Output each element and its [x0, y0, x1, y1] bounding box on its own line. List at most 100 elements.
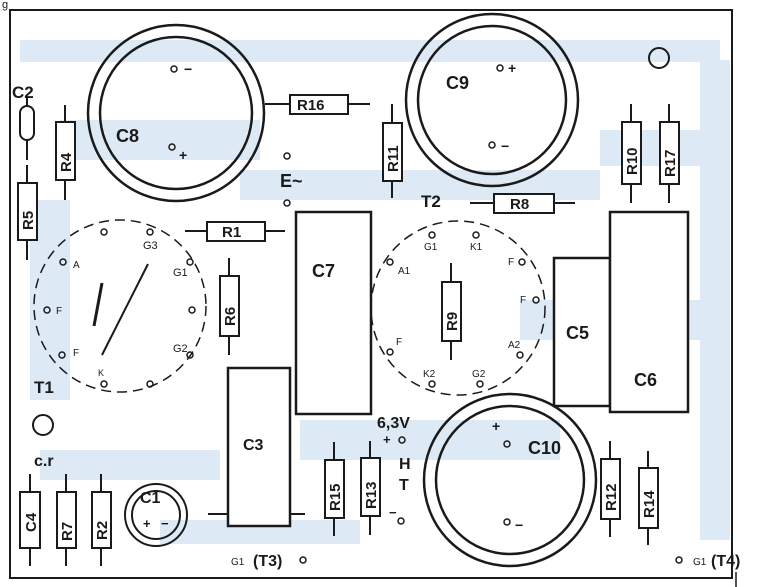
- board-outline: [9, 9, 733, 579]
- capacitor-c5: C5: [552, 256, 612, 408]
- svg-text:A: A: [73, 260, 80, 271]
- resistor-r6: R6: [219, 258, 240, 355]
- svg-text:R10: R10: [624, 147, 641, 175]
- svg-text:C7: C7: [312, 261, 335, 281]
- capacitor-c2: C2: [12, 83, 35, 160]
- svg-text:G1: G1: [231, 557, 245, 568]
- resistor-r11: R11: [382, 104, 403, 198]
- header-fragment: g: [2, 0, 8, 11]
- svg-text:R13: R13: [363, 481, 380, 509]
- svg-text:F: F: [396, 337, 402, 348]
- svg-text:C6: C6: [634, 370, 657, 390]
- svg-text:T1: T1: [34, 378, 54, 397]
- cr-label: c.r: [34, 453, 54, 470]
- resistor-r10: R10: [621, 104, 642, 203]
- svg-text:C3: C3: [243, 437, 264, 454]
- capacitor-c9: + − C9: [404, 12, 580, 188]
- svg-text:F: F: [520, 295, 526, 306]
- svg-text:G3: G3: [143, 240, 158, 252]
- g1-t4-terminal: G1 (T4): [675, 553, 740, 570]
- svg-text:6,3V: 6,3V: [377, 415, 410, 432]
- svg-text:C1: C1: [140, 490, 161, 507]
- svg-text:G2: G2: [472, 369, 486, 380]
- resistor-r16: R16: [265, 94, 370, 115]
- svg-text:R5: R5: [20, 211, 37, 230]
- svg-text:R17: R17: [662, 149, 679, 177]
- capacitor-c8: − + C8: [86, 23, 266, 203]
- svg-text:C2: C2: [12, 83, 34, 102]
- svg-text:R12: R12: [603, 483, 620, 511]
- capacitor-c6: C6: [608, 210, 690, 414]
- svg-text:(T3): (T3): [253, 553, 282, 570]
- svg-text:C4: C4: [23, 512, 40, 532]
- svg-text:R14: R14: [641, 490, 658, 518]
- capacitor-c7: C7: [294, 210, 373, 416]
- svg-text:R1: R1: [222, 224, 241, 241]
- tube-socket-t1: G3 A G1 F F G2 K T1: [33, 219, 207, 397]
- svg-text:C5: C5: [566, 323, 589, 343]
- svg-text:R16: R16: [297, 97, 325, 114]
- svg-text:+: +: [383, 432, 391, 447]
- svg-text:K1: K1: [470, 242, 483, 253]
- svg-text:T2: T2: [421, 192, 441, 211]
- capacitor-c10: + − C10: [422, 392, 598, 568]
- ac-input-terminal: E~: [280, 152, 303, 207]
- svg-text:R4: R4: [58, 152, 75, 172]
- svg-text:A1: A1: [398, 266, 411, 277]
- capacitor-c4: C4: [19, 474, 41, 566]
- svg-text:−: −: [184, 61, 192, 77]
- svg-text:−: −: [161, 516, 169, 531]
- g1-t3-terminal: G1 (T3): [231, 553, 307, 570]
- resistor-r14: R14: [638, 451, 659, 545]
- capacitor-c1: C1 + −: [124, 483, 188, 547]
- resistor-r13: R13: [360, 441, 381, 535]
- svg-text:+: +: [179, 147, 187, 163]
- svg-text:H: H: [399, 456, 411, 473]
- svg-text:R9: R9: [444, 312, 461, 331]
- svg-text:G1: G1: [424, 242, 438, 253]
- svg-text:−: −: [515, 517, 523, 533]
- mounting-hole-left: [32, 414, 54, 436]
- resistor-r9: R9: [441, 263, 462, 360]
- resistor-r5: R5: [17, 165, 38, 260]
- svg-text:G1: G1: [693, 557, 707, 568]
- svg-text:C8: C8: [116, 126, 139, 146]
- svg-text:R15: R15: [327, 483, 344, 511]
- resistor-r7: R7: [56, 474, 77, 566]
- svg-text:K: K: [98, 368, 104, 378]
- tube-socket-t2: T2 G1 K1 A1 F F F A2 K2 G2: [370, 192, 546, 396]
- svg-text:T: T: [399, 477, 409, 494]
- svg-text:R8: R8: [510, 196, 529, 213]
- svg-text:+: +: [143, 516, 151, 531]
- svg-text:F: F: [508, 257, 514, 268]
- svg-text:G1: G1: [173, 267, 188, 279]
- svg-text:A2: A2: [508, 340, 521, 351]
- svg-text:F: F: [73, 348, 79, 359]
- resistor-r1: R1: [185, 221, 285, 242]
- svg-text:R2: R2: [94, 521, 111, 540]
- svg-text:R11: R11: [385, 145, 402, 172]
- resistor-r4: R4: [55, 105, 76, 200]
- svg-text:E~: E~: [280, 171, 303, 191]
- resistor-r12: R12: [600, 441, 621, 537]
- svg-text:G2: G2: [173, 343, 188, 355]
- svg-text:C10: C10: [528, 438, 561, 458]
- svg-text:+: +: [508, 60, 516, 76]
- svg-text:R7: R7: [59, 522, 76, 541]
- svg-text:−: −: [501, 138, 509, 154]
- mounting-hole-top-right: [648, 47, 670, 69]
- resistor-r8: R8: [470, 193, 575, 214]
- svg-text:C9: C9: [446, 73, 469, 93]
- resistor-r15: R15: [324, 442, 345, 536]
- svg-text:(T4): (T4): [711, 553, 740, 570]
- resistor-r17: R17: [659, 104, 680, 203]
- svg-text:F: F: [56, 306, 62, 317]
- svg-text:+: +: [492, 418, 500, 434]
- resistor-r2: R2: [91, 474, 112, 566]
- svg-text:−: −: [389, 505, 397, 520]
- capacitor-c3: C3: [226, 366, 292, 528]
- heater-terminal: 6,3V + H T −: [377, 415, 411, 525]
- svg-text:R6: R6: [222, 307, 239, 326]
- svg-text:K2: K2: [423, 369, 436, 380]
